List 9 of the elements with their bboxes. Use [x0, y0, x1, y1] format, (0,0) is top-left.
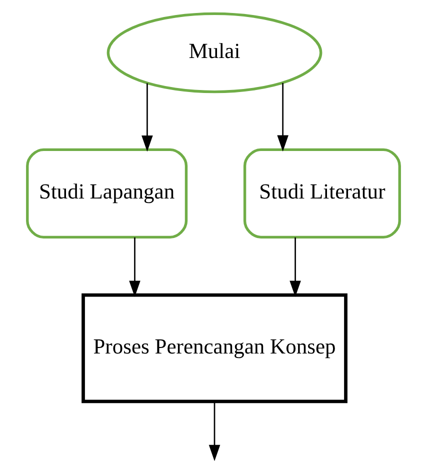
arrow	[129, 237, 140, 297]
arrow	[142, 83, 153, 152]
arrow	[290, 237, 301, 297]
node-ellipse: Mulai	[106, 12, 322, 94]
node-box: Studi Lapangan	[26, 148, 188, 239]
arrow	[208, 402, 220, 462]
node-box: Studi Literatur	[243, 148, 401, 239]
arrow	[277, 82, 288, 152]
node-box: Proses Perencangan Konsep	[82, 293, 348, 404]
